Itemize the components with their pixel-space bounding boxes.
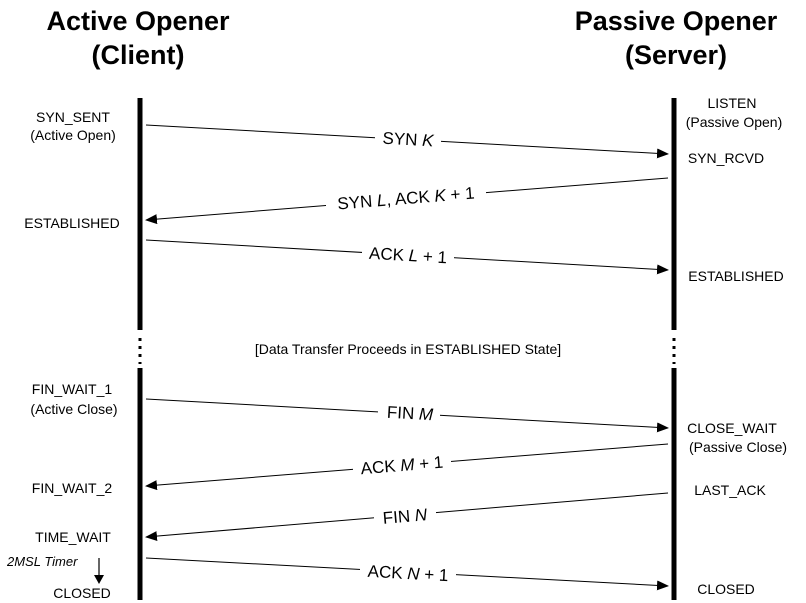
server-state-passive-open: (Passive Open) [686,114,782,130]
server-header-line1: Passive Opener [575,6,778,36]
client-state-active-open: (Active Open) [30,127,116,143]
server-state-close-wait: CLOSE_WAIT [687,420,777,436]
label-syn-k: SYN K [382,129,435,151]
label-fin-m: FIN M [386,403,434,425]
client-header-line2: (Client) [92,40,185,70]
label-ack-n: ACK N + 1 [367,562,449,585]
client-state-time-wait: TIME_WAIT [35,529,111,545]
client-timer-2msl: 2MSL Timer [6,554,78,569]
server-header-line2: (Server) [625,40,727,70]
server-state-last-ack: LAST_ACK [694,482,766,498]
server-state-syn-rcvd: SYN_RCVD [688,150,764,166]
client-state-fin-wait-2: FIN_WAIT_2 [32,480,113,496]
client-state-active-close: (Active Close) [30,401,117,417]
label-ack-m: ACK M + 1 [360,453,444,479]
server-state-listen: LISTEN [707,95,756,111]
label-fin-n: FIN N [382,505,429,528]
client-state-established: ESTABLISHED [24,215,119,231]
client-state-syn-sent: SYN_SENT [36,109,110,125]
server-state-passive-close: (Passive Close) [689,439,787,455]
server-state-closed: CLOSED [697,581,755,597]
label-syn-l-ack: SYN L, ACK K + 1 [337,184,476,214]
timer-arrow-head [94,575,104,584]
data-transfer-note: [Data Transfer Proceeds in ESTABLISHED S… [255,341,561,357]
client-state-fin-wait-1: FIN_WAIT_1 [32,381,113,397]
client-header-line1: Active Opener [46,6,230,36]
server-state-established: ESTABLISHED [688,268,783,284]
client-state-closed: CLOSED [53,585,111,601]
label-ack-l: ACK L + 1 [369,244,448,267]
